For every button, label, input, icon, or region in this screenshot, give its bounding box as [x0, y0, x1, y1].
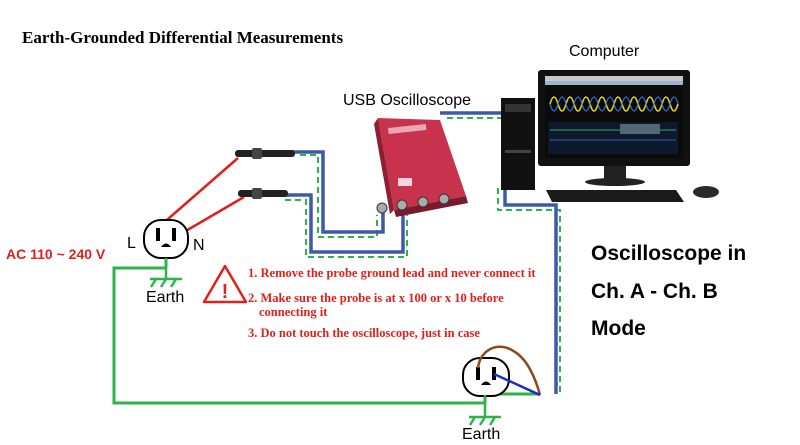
earth-label-right: Earth — [462, 426, 501, 443]
warning-item-3: 3. Do not touch the oscilloscope, just i… — [248, 326, 480, 340]
neutral-terminal-label: N — [193, 237, 205, 254]
probe-a-coax — [292, 150, 385, 234]
outlet-icon — [462, 345, 542, 397]
computer-icon — [501, 70, 719, 202]
usb-cable — [440, 111, 558, 394]
oscilloscope-label: USB Oscilloscope — [343, 92, 472, 109]
page-title: Earth-Grounded Differential Measurements — [22, 28, 344, 47]
mode-line-1: Oscilloscope in — [591, 242, 747, 265]
line-terminal-label: L — [127, 235, 136, 252]
probe-icon — [235, 148, 295, 199]
probe-a-red-wire — [159, 157, 239, 227]
mode-line-3: Mode — [591, 317, 646, 340]
warning-item-1: 1. Remove the probe ground lead and neve… — [248, 266, 536, 280]
oscilloscope-device-icon — [374, 118, 468, 217]
warning-triangle-icon: ! — [202, 264, 248, 304]
warning-item-2-cont: connecting it — [259, 305, 328, 319]
probe-b-coax — [283, 193, 405, 254]
outlet-icon — [143, 219, 189, 259]
earth-ground-icon — [149, 258, 182, 288]
shield-dashed-wire-a — [300, 154, 378, 238]
earth-ground-icon — [468, 395, 501, 426]
shield-dashed-wire-b — [285, 199, 408, 258]
probe-b-red-wire — [183, 195, 245, 234]
warning-item-2: 2. Make sure the probe is at x 100 or x … — [248, 291, 504, 305]
svg-text:!: ! — [222, 281, 229, 303]
computer-label: Computer — [569, 43, 640, 60]
mode-line-2: Ch. A - Ch. B — [591, 280, 718, 303]
earth-label-left: Earth — [146, 289, 185, 306]
ac-source-label: AC 110 ~ 240 V — [6, 246, 106, 262]
